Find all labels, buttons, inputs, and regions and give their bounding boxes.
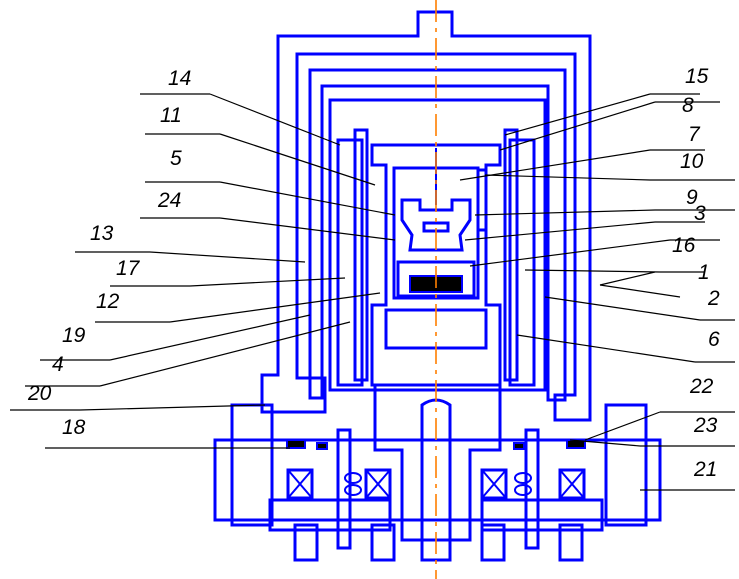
label-4: 4 xyxy=(52,353,64,376)
side-shafts xyxy=(286,428,586,562)
label-24: 24 xyxy=(157,189,181,212)
label-12: 12 xyxy=(96,290,120,313)
label-7: 7 xyxy=(688,123,701,146)
label-8: 8 xyxy=(682,94,694,117)
label-6: 6 xyxy=(708,328,720,351)
lower-column xyxy=(373,383,502,562)
label-14: 14 xyxy=(168,67,191,90)
side-cylinders xyxy=(336,128,536,387)
outer-housing xyxy=(260,10,592,422)
inner-housing xyxy=(308,68,567,402)
leader-lines-right xyxy=(459,93,735,491)
label-16: 16 xyxy=(672,234,696,257)
label-22: 22 xyxy=(689,375,714,398)
label-20: 20 xyxy=(27,382,52,405)
label-13: 13 xyxy=(90,222,114,245)
label-23: 23 xyxy=(693,414,718,437)
label-2: 2 xyxy=(707,287,720,310)
bearings xyxy=(286,468,586,500)
leader-lines-left xyxy=(10,93,396,449)
label-11: 11 xyxy=(160,104,182,127)
label-18: 18 xyxy=(62,416,86,439)
label-10: 10 xyxy=(680,150,704,173)
base-flange xyxy=(213,403,662,532)
label-3: 3 xyxy=(694,202,706,225)
label-5: 5 xyxy=(170,147,182,170)
label-21: 21 xyxy=(693,458,717,481)
label-17: 17 xyxy=(116,257,141,280)
label-15: 15 xyxy=(685,65,709,88)
label-1: 1 xyxy=(698,261,710,284)
label-9: 9 xyxy=(686,186,698,209)
label-19: 19 xyxy=(62,324,86,347)
